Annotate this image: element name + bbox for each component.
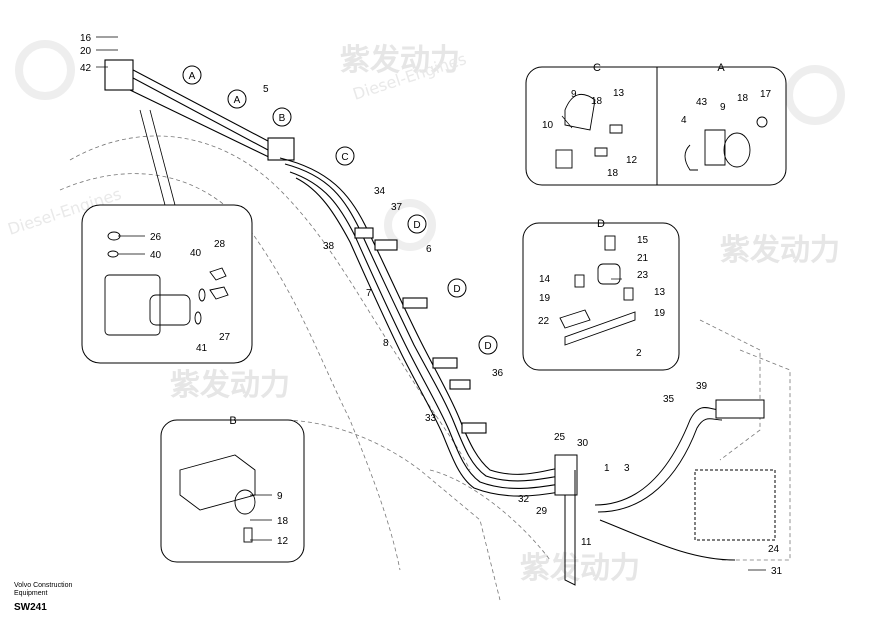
boom-hoses (104, 59, 561, 497)
part-label: 12 (277, 536, 289, 547)
part-label: 15 (637, 235, 649, 246)
part-label: 20 (80, 46, 92, 57)
detail-title-a: A (717, 62, 725, 74)
callout-d-label: D (484, 341, 491, 352)
callout-c-label: C (341, 152, 348, 163)
part-label: 16 (80, 33, 92, 44)
part-label: 19 (654, 308, 666, 319)
detail-title-b: B (229, 415, 236, 427)
part-label: 18 (737, 93, 749, 104)
watermark-cn: 紫发动力 (520, 551, 640, 586)
part-label: 18 (591, 96, 603, 107)
callout-a-label: A (189, 71, 196, 82)
part-label: 42 (80, 63, 92, 74)
detail-title-c: C (593, 62, 601, 74)
callout-d-label: D (453, 284, 460, 295)
part-label: 39 (696, 381, 708, 392)
watermark-cn: 紫发动力 (340, 43, 460, 78)
watermark-cn: 紫发动力 (720, 233, 840, 268)
part-label: 17 (760, 89, 772, 100)
part-label: 28 (214, 239, 226, 250)
part-label: 8 (383, 338, 389, 349)
callout-a-label: A (234, 95, 241, 106)
footer-line2: Equipment (14, 590, 48, 597)
part-label: 41 (196, 343, 208, 354)
clamp-d-sketch (604, 235, 616, 251)
part-label: 18 (277, 516, 289, 527)
diagram-code: SW241 (14, 602, 47, 613)
callout-c (335, 146, 355, 166)
callout-a (182, 65, 202, 85)
part-label: 3 (624, 463, 630, 474)
part-label: 11 (581, 537, 592, 548)
part-label: 34 (374, 186, 386, 197)
part-label: 33 (425, 413, 437, 424)
part-label: 9 (277, 491, 283, 502)
footer-line1: Volvo Construction (14, 582, 73, 589)
part-label: 31 (771, 566, 783, 577)
detail-panel-b (160, 419, 305, 563)
part-label: 25 (554, 432, 566, 443)
part-label: 27 (219, 332, 231, 343)
clamp-c-sketch (564, 93, 596, 131)
callout-d (447, 278, 467, 298)
cylinder-port-sketch (104, 274, 161, 336)
part-label: 9 (571, 89, 577, 100)
part-label: 12 (626, 155, 638, 166)
callout-d-label: D (413, 220, 420, 231)
part-label: 2 (636, 348, 642, 359)
detail-panel-c-a (525, 66, 787, 186)
part-label: 21 (637, 253, 649, 264)
part-label: 30 (577, 438, 589, 449)
callout-d (407, 214, 427, 234)
part-label: 6 (426, 244, 432, 255)
part-label: 18 (607, 168, 619, 179)
part-label: 23 (637, 270, 649, 281)
part-label: 1 (604, 463, 610, 474)
part-label: 40 (150, 250, 162, 261)
part-label: 4 (681, 115, 687, 126)
callout-b-label: B (279, 113, 286, 124)
part-label: 5 (263, 84, 269, 95)
part-label: 40 (190, 248, 202, 259)
callout-b (272, 107, 292, 127)
clamp-a-sketch (704, 129, 726, 166)
part-label: 32 (518, 494, 530, 505)
part-label: 26 (150, 232, 162, 243)
part-label: 14 (539, 274, 551, 285)
watermark-cn: 紫发动力 (170, 368, 290, 403)
callout-d (478, 335, 498, 355)
part-label: 37 (391, 202, 403, 213)
part-label: 36 (492, 368, 504, 379)
part-label: 22 (538, 316, 550, 327)
part-label: 19 (539, 293, 551, 304)
part-label: 13 (613, 88, 625, 99)
part-label: 35 (663, 394, 675, 405)
valve-hoses (554, 399, 776, 586)
part-label: 7 (366, 288, 372, 299)
part-label: 9 (720, 102, 726, 113)
detail-panel-cylinder (81, 204, 253, 364)
part-label: 29 (536, 506, 548, 517)
part-label: 38 (323, 241, 335, 252)
callout-a (227, 89, 247, 109)
footer: Volvo Construction Equipment SW241 (14, 582, 73, 613)
part-label: 10 (542, 120, 554, 131)
part-label: 43 (696, 97, 708, 108)
detail-title-d: D (597, 218, 605, 230)
detail-panel-d (522, 222, 680, 371)
part-label: 13 (654, 287, 666, 298)
part-label: 24 (768, 544, 780, 555)
